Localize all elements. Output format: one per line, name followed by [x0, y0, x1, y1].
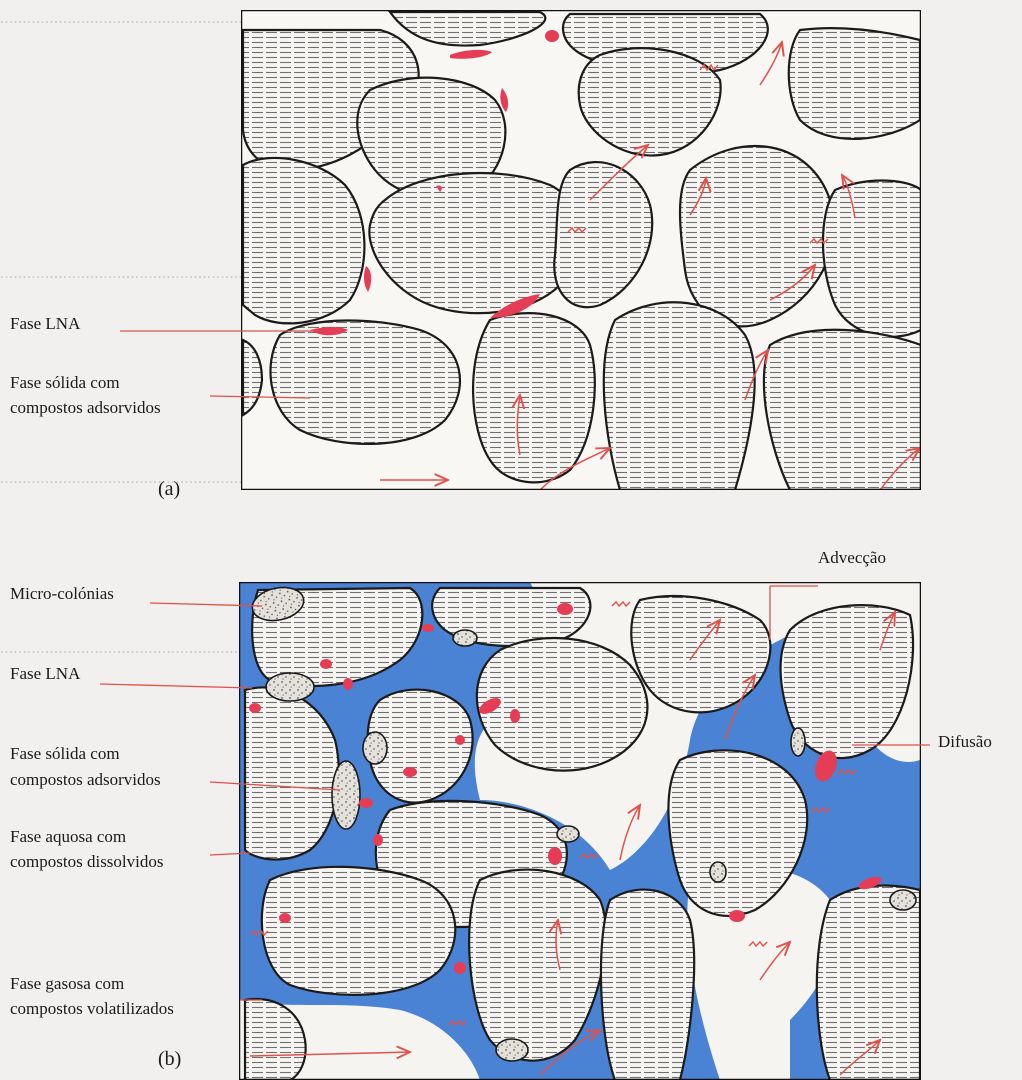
micro-colony-icon	[266, 673, 314, 701]
label-gas-phase-line2: compostos volatilizados	[10, 997, 174, 1021]
grain	[604, 302, 755, 490]
lna-blob-icon	[403, 767, 417, 777]
micro-colony-icon	[453, 630, 477, 646]
lna-blob-icon	[249, 703, 261, 713]
grain	[477, 638, 648, 771]
micro-colony-icon	[710, 862, 726, 882]
micro-colony-icon	[363, 732, 387, 764]
lna-blob-icon	[510, 709, 520, 723]
label-micro-colonies: Micro-colónias	[10, 582, 114, 606]
label-aqueous-phase-line1: Fase aquosa com	[10, 825, 126, 849]
panel-b	[239, 582, 921, 1080]
lna-blob-icon	[548, 847, 562, 865]
micro-colony-icon	[791, 728, 805, 756]
lna-blob-icon	[455, 735, 465, 745]
micro-colony-icon	[557, 826, 579, 842]
lna-blob-icon	[729, 910, 745, 922]
label-solid-phase-b-line1: Fase sólida com	[10, 742, 120, 766]
panel-a	[241, 10, 921, 490]
lna-blob-icon	[454, 962, 466, 974]
label-lna-phase-a: Fase LNA	[10, 312, 80, 336]
micro-colony-icon	[496, 1039, 528, 1061]
label-solid-phase-b-line2: compostos adsorvidos	[10, 768, 161, 792]
lna-blob-icon	[422, 624, 434, 632]
grain	[764, 330, 921, 490]
grains-a	[243, 12, 921, 490]
panel-b-tag: (b)	[158, 1048, 181, 1071]
grain	[601, 890, 694, 1080]
panel-a-tag: (a)	[158, 478, 180, 501]
lna-blob-icon	[359, 798, 373, 808]
label-advection: Advecção	[818, 546, 886, 570]
label-solid-phase-a-line1: Fase sólida com	[10, 371, 120, 395]
lna-blob-icon	[279, 913, 291, 923]
lna-blob-icon	[320, 659, 332, 669]
grain	[270, 320, 459, 443]
lna-blob-icon	[373, 834, 383, 846]
lna-blob-icon	[557, 603, 573, 615]
label-aqueous-phase-line2: compostos dissolvidos	[10, 850, 164, 874]
label-lna-phase-b: Fase LNA	[10, 662, 80, 686]
grain	[262, 867, 455, 995]
lna-blob-icon	[343, 678, 353, 690]
micro-colony-icon	[332, 761, 360, 829]
label-gas-phase-line1: Fase gasosa com	[10, 972, 124, 996]
micro-colony-icon	[890, 890, 916, 910]
label-diffusion: Difusão	[938, 730, 992, 754]
grain	[789, 28, 920, 139]
label-solid-phase-a-line2: compostos adsorvidos	[10, 396, 161, 420]
grain	[473, 313, 595, 482]
